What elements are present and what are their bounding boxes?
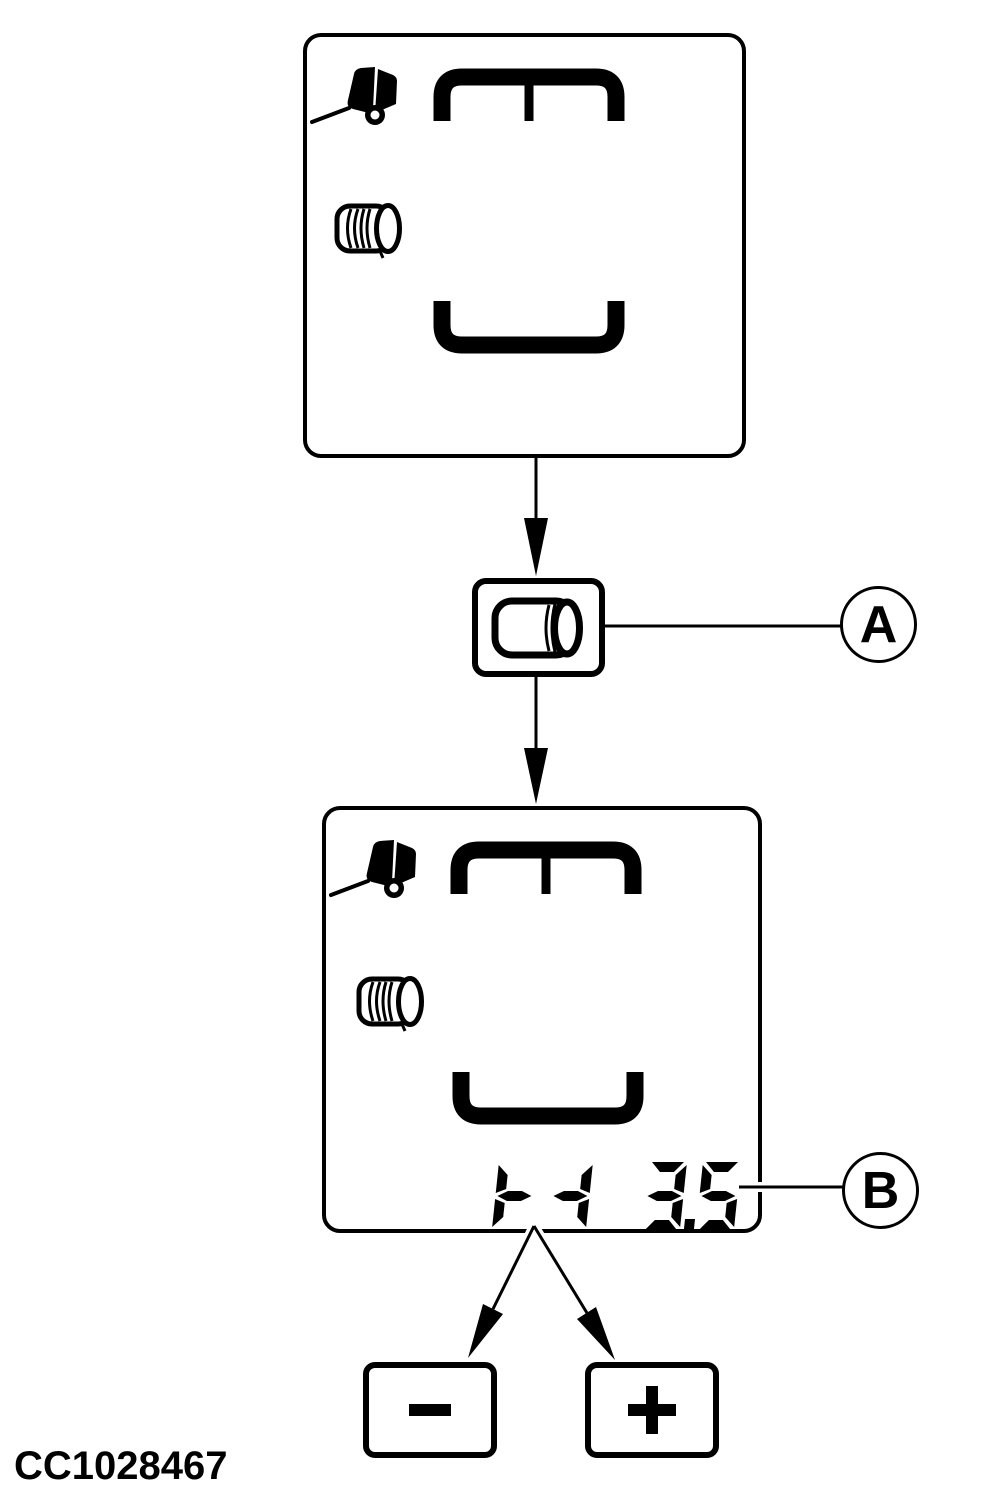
- adjust-line-left-casing: [492, 1223, 539, 1303]
- bale-chamber-outline-top-icon: [450, 841, 642, 894]
- down-arrow-icon: [524, 518, 548, 576]
- bale-size-segment-display: [492, 1162, 738, 1230]
- callout-b: B: [842, 1152, 919, 1229]
- adjust-line-right-casing: [529, 1223, 588, 1309]
- callout-b-label: B: [861, 1161, 900, 1220]
- decrease-button[interactable]: −: [363, 1362, 497, 1458]
- increase-button[interactable]: +: [585, 1362, 719, 1458]
- figure-code: CC1028467: [14, 1444, 228, 1488]
- bale-chamber-outline-bottom-icon: [452, 1072, 644, 1125]
- monitor-screen-initial: [303, 33, 746, 458]
- diagonal-arrow-icon: [468, 1304, 503, 1358]
- bale-chamber-outline-bottom-icon: [433, 301, 625, 354]
- round-bale-icon: [356, 976, 424, 1032]
- round-baler-icon: [329, 840, 416, 898]
- adjust-line-right: [532, 1225, 589, 1314]
- diagonal-arrow-icon: [577, 1307, 615, 1360]
- plus-icon: [628, 1386, 676, 1434]
- bale-size-button[interactable]: [472, 578, 605, 677]
- adjust-line-left: [491, 1225, 536, 1310]
- minus-icon: [409, 1404, 451, 1416]
- round-bale-icon: [491, 597, 583, 658]
- down-arrow-icon: [524, 748, 548, 804]
- bale-chamber-outline-top-icon: [433, 68, 625, 121]
- callout-a-label: A: [859, 595, 898, 654]
- monitor-screen-adjust: [322, 806, 762, 1233]
- round-bale-icon: [334, 203, 402, 259]
- callout-a: A: [840, 586, 917, 663]
- round-baler-icon: [310, 67, 397, 125]
